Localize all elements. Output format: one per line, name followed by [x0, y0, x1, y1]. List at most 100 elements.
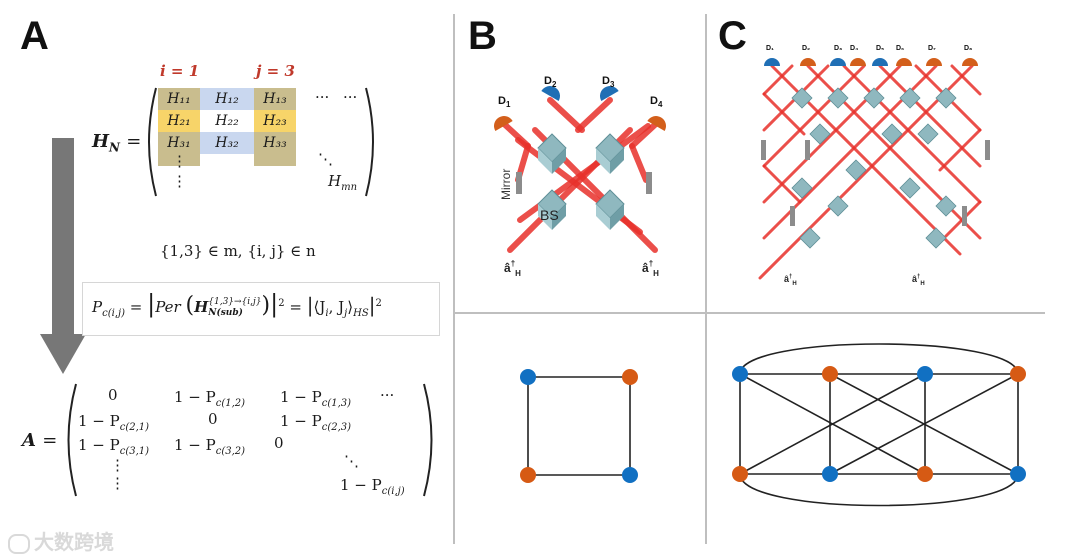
- a-r2-c3-main: 1 − P: [280, 412, 322, 430]
- matrix-hdots-1: ···: [315, 88, 330, 106]
- a-r3-c2: 1 − Pc(3,2): [174, 436, 245, 457]
- divider-horizontal: [455, 312, 1045, 314]
- a-r3-c3: 0: [274, 434, 284, 452]
- a-last-entry: 1 − Pc(i,j): [340, 476, 405, 497]
- formula-inner-mid: , J: [328, 298, 345, 316]
- a-r2-c1-sub: c(2,1): [119, 422, 150, 433]
- graph-node-c3: [917, 366, 933, 382]
- a-last-sub: c(i,j): [381, 486, 405, 497]
- a-right-paren: [423, 383, 433, 497]
- graph-b-edges: [527, 376, 631, 476]
- panel-c-beam-splitters: [791, 87, 957, 249]
- graph-node-b1: [520, 369, 536, 385]
- cell-h32: H₃₂: [200, 132, 254, 154]
- panel-b-d1-label: D1: [498, 95, 511, 109]
- formula-p-sub: c(i,j): [102, 308, 125, 319]
- graph-node-b2: [622, 369, 638, 385]
- formula-h: H: [194, 298, 209, 316]
- a-left-paren: [67, 383, 77, 497]
- abs-bar-close: |: [270, 290, 279, 318]
- a-r1-c3-sub: c(1,3): [321, 398, 352, 409]
- matrix-hdots-2: ···: [343, 88, 358, 106]
- panel-b-beams: [499, 97, 661, 253]
- a-r2-c1-main: 1 − P: [78, 412, 120, 430]
- paren-open: (: [185, 293, 195, 318]
- panel-c-optical-setup: D₁ D₂ D₃ D₄ D₅ D₆ D₇ D₈ â†H â†H: [758, 45, 990, 287]
- a-r3-c2-main: 1 − P: [174, 436, 216, 454]
- matrix-vdots-1: ⋮: [172, 152, 187, 170]
- cell-h31: H₃₁: [158, 132, 200, 154]
- a-r3-c1-main: 1 − P: [78, 436, 120, 454]
- cell-h33: H₃₃: [254, 132, 296, 154]
- graph-node-c6: [822, 466, 838, 482]
- panel-c-d7-label: D₇: [928, 45, 936, 52]
- panel-c-d2-label: D₂: [802, 45, 810, 52]
- panel-c-input-right: â†H: [912, 274, 925, 287]
- a-equals: =: [42, 430, 58, 451]
- hmn-letter: H: [328, 172, 342, 190]
- formula-eq2: =: [289, 298, 302, 316]
- a-r2-c3: 1 − Pc(2,3): [280, 412, 351, 433]
- formula-p: P: [92, 298, 103, 316]
- hn-equals: =: [126, 131, 142, 152]
- panel-b-mirror-label: Mirror: [499, 169, 513, 200]
- formula-h-sup: {1,3}→{i,j}: [208, 297, 262, 307]
- matrix-ddots: ⋱: [318, 150, 333, 168]
- down-arrow-icon: [40, 138, 86, 374]
- probability-formula-box: [82, 282, 440, 336]
- graph-node-c4: [1010, 366, 1026, 382]
- panel-b-input-left: â†H: [504, 259, 521, 278]
- a-r3-c2-sub: c(3,2): [215, 446, 246, 457]
- a-vdots-1: ⋮: [110, 456, 125, 474]
- panel-b-beam-splitters: [537, 133, 625, 230]
- cell-h11: H₁₁: [158, 88, 200, 110]
- index-set-line: {1,3} ∈ m, {i, j} ∈ n: [160, 242, 316, 260]
- a-r1-c3-main: 1 − P: [280, 388, 322, 406]
- watermark-text: 大数跨境: [34, 530, 114, 554]
- hn-symbol: HN =: [92, 131, 141, 155]
- cell-col3-extend: [254, 154, 296, 166]
- graph-c-edges: [739, 343, 1019, 507]
- cell-h13: H₁₃: [254, 88, 296, 110]
- formula-square: 2: [278, 298, 285, 309]
- panel-b-d3-label: D3: [602, 75, 615, 89]
- a-symbol: A =: [22, 430, 57, 451]
- a-ddots: ⋱: [344, 452, 359, 470]
- graph-node-c8: [1010, 466, 1026, 482]
- a-r1-dots: ···: [380, 386, 395, 404]
- panel-b-optical-setup: D1 D2 D3 D4 Mirror BS â†H â†H: [494, 75, 666, 278]
- panel-c-d3-label: D₃: [834, 45, 842, 52]
- a-r1-c2-main: 1 − P: [174, 388, 216, 406]
- a-r3-c1-sub: c(3,1): [119, 446, 150, 457]
- panel-c-input-left: â†H: [784, 274, 797, 287]
- a-r2-c1: 1 − Pc(2,1): [78, 412, 149, 433]
- a-r2-c3-sub: c(2,3): [321, 422, 352, 433]
- watermark-icon: [8, 533, 30, 554]
- a-r1-c2: 1 − Pc(1,2): [174, 388, 245, 409]
- panel-b-mirror-right: [646, 172, 652, 194]
- graph-node-c1: [732, 366, 748, 382]
- panel-c-d8-label: D₈: [964, 45, 972, 52]
- paren-close: ): [261, 293, 271, 318]
- formula-inner: ⟨J: [313, 298, 326, 316]
- formula-h-sub: N(sub): [208, 308, 243, 318]
- divider-vertical-left: [453, 14, 455, 544]
- abs-bar-close-2: |: [368, 293, 376, 317]
- hmn-subscript: mn: [341, 182, 358, 193]
- formula-inner-i: i: [325, 308, 329, 319]
- graph-node-b3: [520, 467, 536, 483]
- j-index-label: j = 3: [256, 62, 295, 80]
- abs-bar-open: |: [147, 290, 156, 318]
- hn-letter: H: [92, 131, 110, 152]
- probability-formula: Pc(i,j) = |Per (H{1,3}→{i,j}N(sub))|2 = …: [92, 290, 382, 319]
- a-letter: A: [22, 430, 36, 451]
- panel-c-d1-label: D₁: [766, 45, 774, 52]
- cell-h22: H₂₂: [215, 113, 239, 129]
- formula-square-2: 2: [375, 298, 382, 309]
- hn-right-paren: [365, 87, 374, 197]
- formula-inner-end: ⟩: [347, 298, 354, 316]
- a-vdots-2: ⋮: [110, 474, 125, 492]
- matrix-hmn: Hmn: [328, 172, 357, 193]
- cell-h23: H₂₃: [254, 110, 296, 132]
- panel-b-mirror-left: [516, 172, 522, 194]
